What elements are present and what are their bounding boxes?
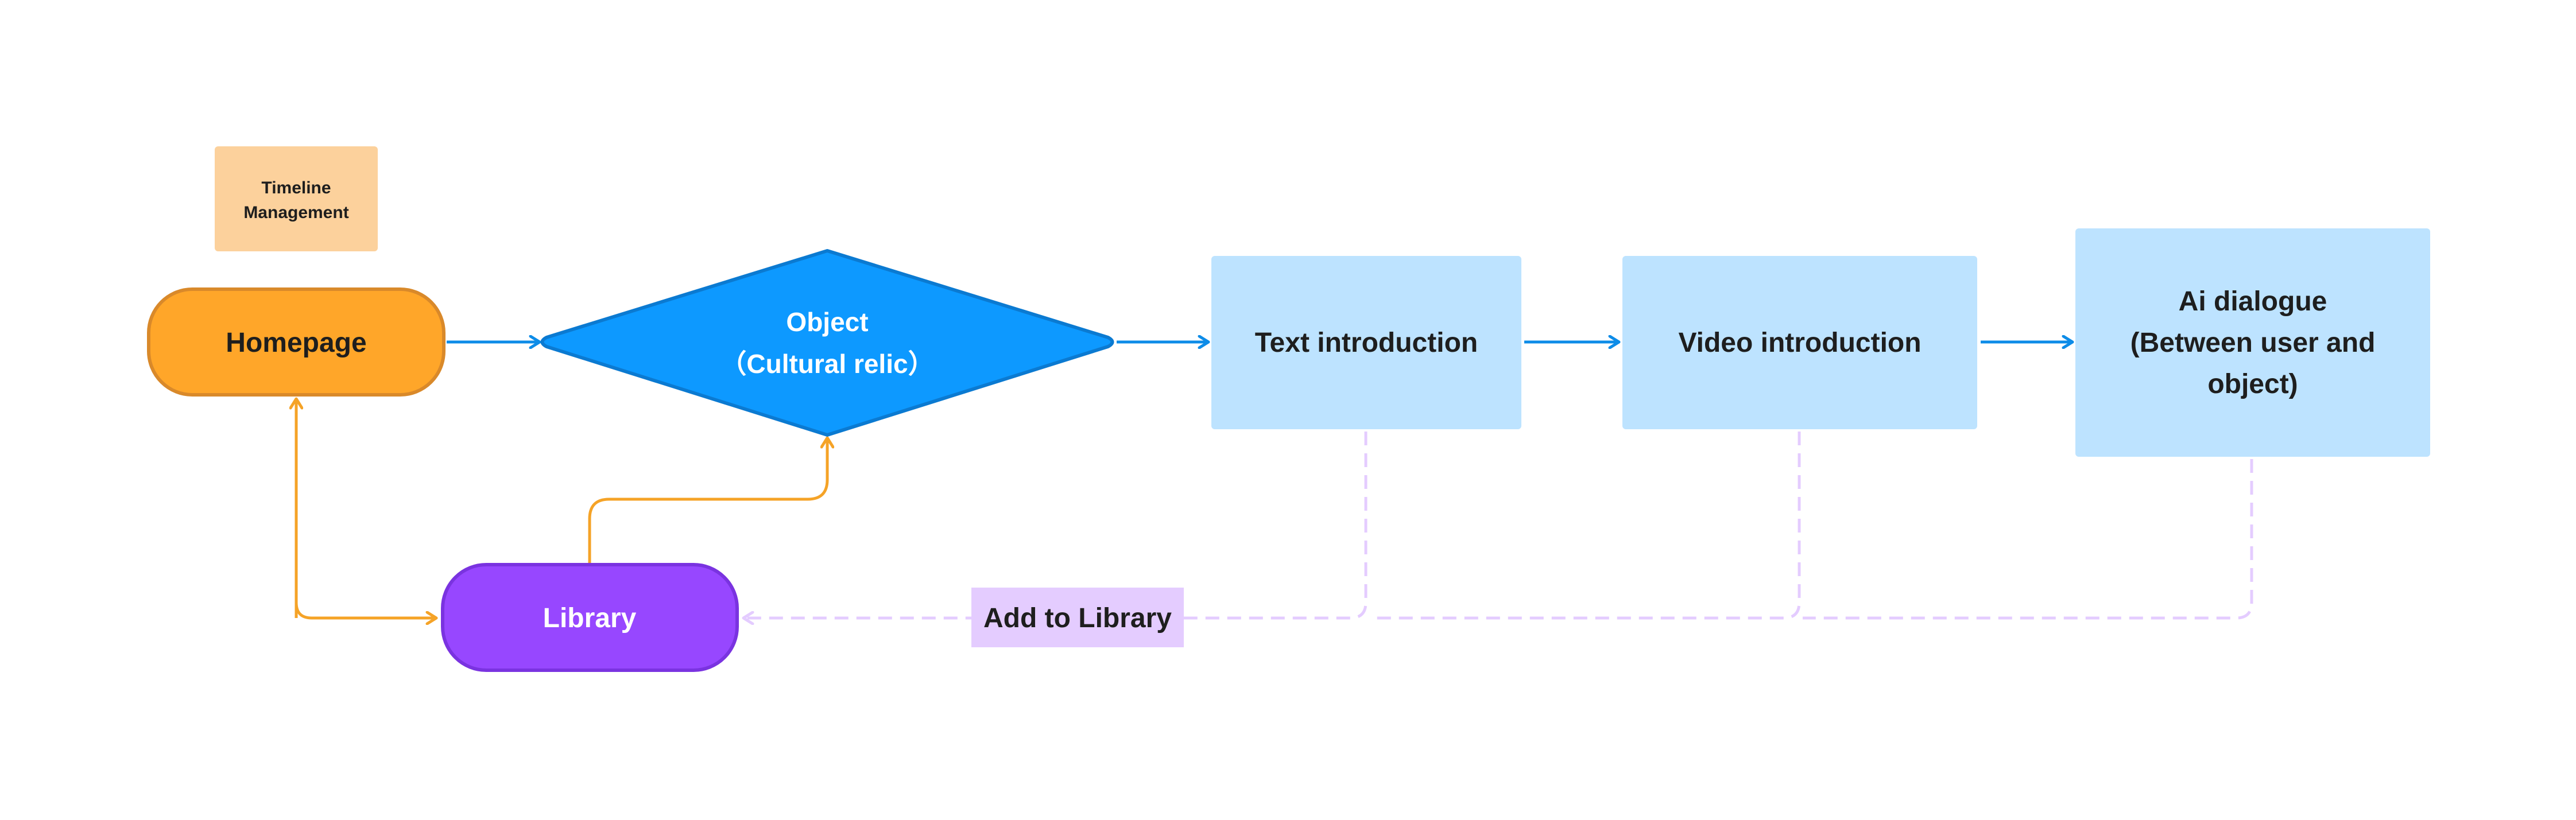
node-timeline-management[interactable]: Timeline Management bbox=[215, 146, 378, 251]
add-to-library-label-bg bbox=[971, 588, 1184, 647]
ai-dialogue-box bbox=[2075, 228, 2430, 457]
edge-video-introduction-to-library bbox=[1372, 432, 1801, 620]
text-introduction-label: Text introduction bbox=[1255, 328, 1478, 358]
object-diamond bbox=[540, 249, 1114, 437]
edge-text-introduction-to-library bbox=[743, 432, 1368, 618]
node-object[interactable]: Object （Cultural relic） bbox=[540, 249, 1114, 437]
library-box bbox=[441, 563, 739, 672]
homepage-box bbox=[147, 287, 446, 397]
ai-dialogue-label-line1: Ai dialogue bbox=[2179, 286, 2327, 317]
edge-homepage-library bbox=[295, 602, 436, 618]
timeline-management-label-line2: Management bbox=[243, 203, 348, 222]
edge-ai-dialogue-to-library bbox=[1803, 459, 2253, 620]
node-text-introduction[interactable]: Text introduction bbox=[1211, 256, 1521, 429]
ai-dialogue-label-line3: object) bbox=[2207, 369, 2298, 399]
add-to-library-label: Add to Library bbox=[983, 603, 1172, 634]
node-library[interactable]: Library bbox=[441, 563, 739, 672]
edge-label-add-to-library: Add to Library bbox=[971, 588, 1184, 647]
text-introduction-box bbox=[1211, 256, 1521, 429]
object-label-line1: Object bbox=[786, 307, 868, 337]
video-introduction-box bbox=[1622, 256, 1977, 429]
timeline-management-box bbox=[215, 146, 378, 251]
timeline-management-label-line1: Timeline bbox=[261, 178, 331, 197]
homepage-label: Homepage bbox=[226, 328, 366, 358]
edge-library-to-object bbox=[588, 438, 827, 563]
video-introduction-label: Video introduction bbox=[1678, 328, 1921, 358]
ai-dialogue-label-line2: (Between user and bbox=[2130, 328, 2376, 358]
node-video-introduction[interactable]: Video introduction bbox=[1622, 256, 1977, 429]
library-label: Library bbox=[543, 603, 637, 634]
object-label-line2: （Cultural relic） bbox=[720, 349, 934, 379]
node-homepage[interactable]: Homepage bbox=[147, 287, 446, 397]
connectors bbox=[295, 342, 2253, 620]
node-ai-dialogue[interactable]: Ai dialogue (Between user and object) bbox=[2075, 228, 2430, 457]
